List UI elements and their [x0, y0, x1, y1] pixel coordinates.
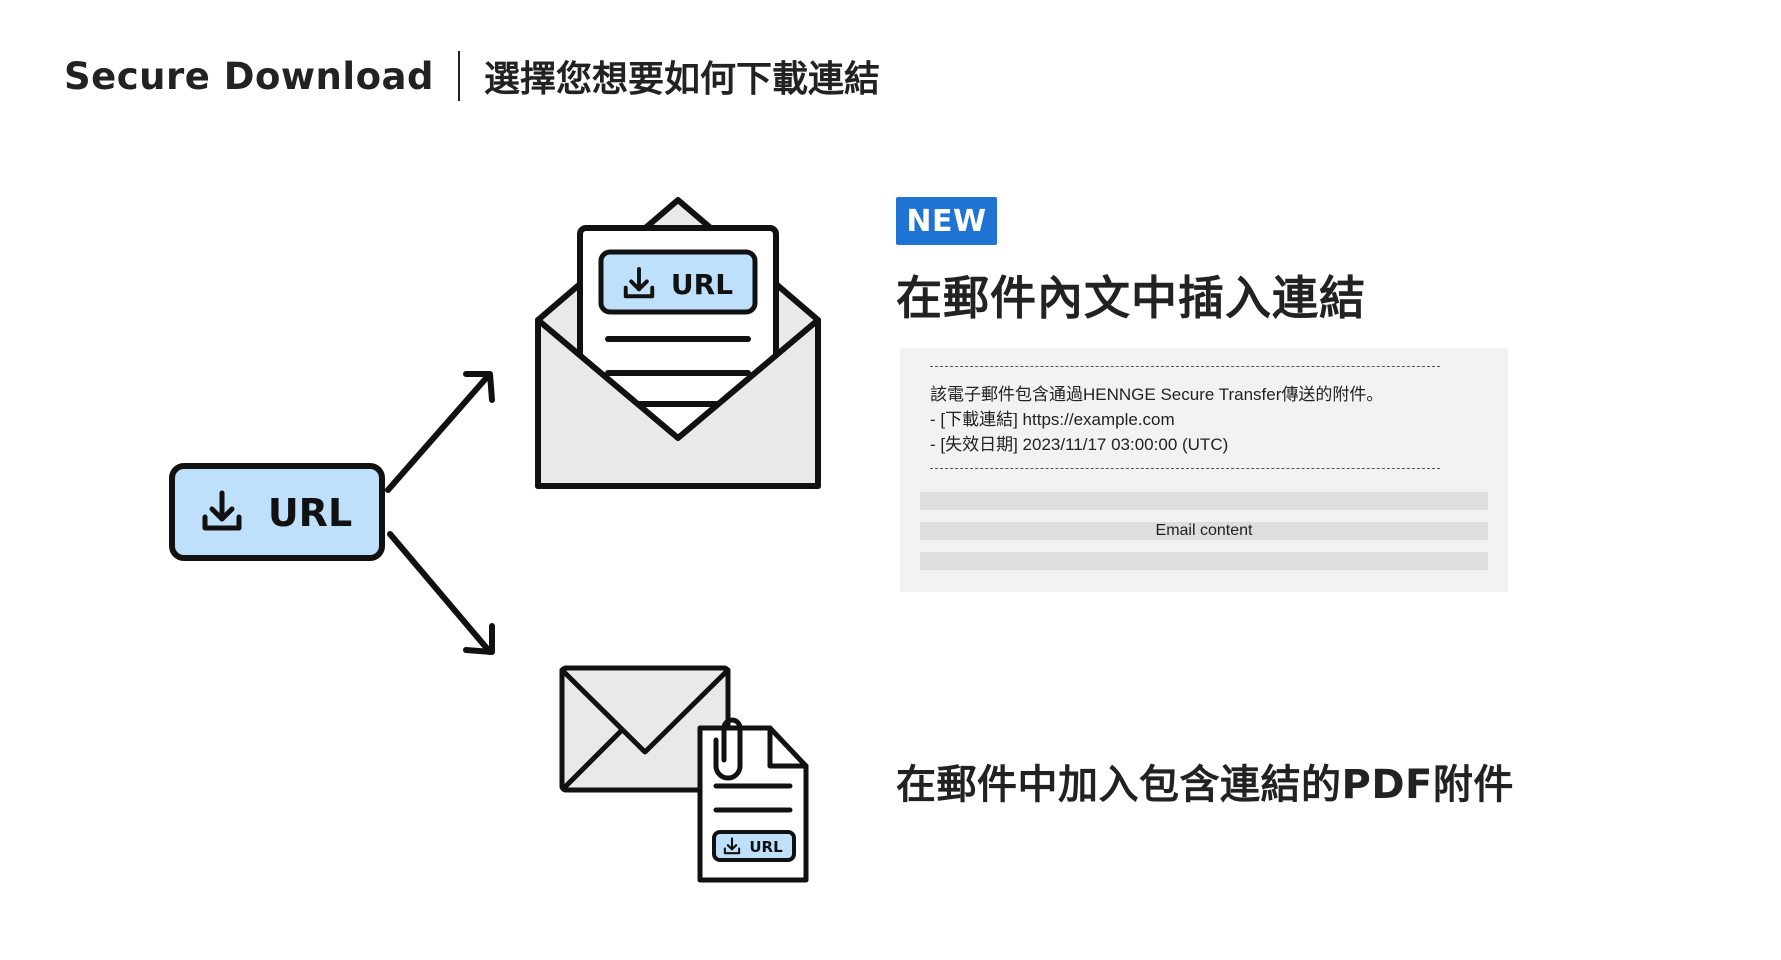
source-url-label: URL — [268, 491, 352, 535]
email-line-intro: 該電子郵件包含通過HENNGE Secure Transfer傳送的附件。 — [930, 385, 1384, 404]
arrow-to-attachment-icon — [387, 531, 495, 655]
separator-line — [930, 366, 1440, 367]
page-subtitle: 選擇您想要如何下載連結 — [483, 59, 880, 100]
letter-url-label: URL — [671, 268, 733, 301]
page-header: Secure Download 選擇您想要如何下載連結 — [64, 48, 880, 104]
pdf-url-button: URL — [712, 830, 796, 862]
email-line-link: - [下載連結] https://example.com — [930, 410, 1175, 429]
pdf-url-label: URL — [749, 838, 783, 856]
separator-line — [930, 468, 1440, 469]
option-body-title: 在郵件內文中插入連結 — [896, 271, 1366, 325]
email-content-label: Email content — [1155, 522, 1253, 539]
source-url-button: URL — [169, 463, 385, 561]
open-envelope-icon — [535, 197, 821, 489]
header-divider — [457, 51, 460, 101]
option-attachment-title: 在郵件中加入包含連結的PDF附件 — [896, 762, 1514, 808]
content-placeholder-bar — [920, 522, 1488, 540]
letter-url-button: URL — [598, 249, 758, 315]
email-preview: 該電子郵件包含通過HENNGE Secure Transfer傳送的附件。 - … — [900, 348, 1508, 592]
arrow-to-body-icon — [385, 371, 495, 493]
email-line-expiry: - [失效日期] 2023/11/17 03:00:00 (UTC) — [930, 435, 1229, 454]
paperclip-icon — [713, 717, 743, 781]
product-title: Secure Download — [64, 54, 434, 98]
content-placeholder-bar — [920, 552, 1488, 570]
content-placeholder-bar — [920, 492, 1488, 510]
new-badge: NEW — [896, 197, 997, 245]
